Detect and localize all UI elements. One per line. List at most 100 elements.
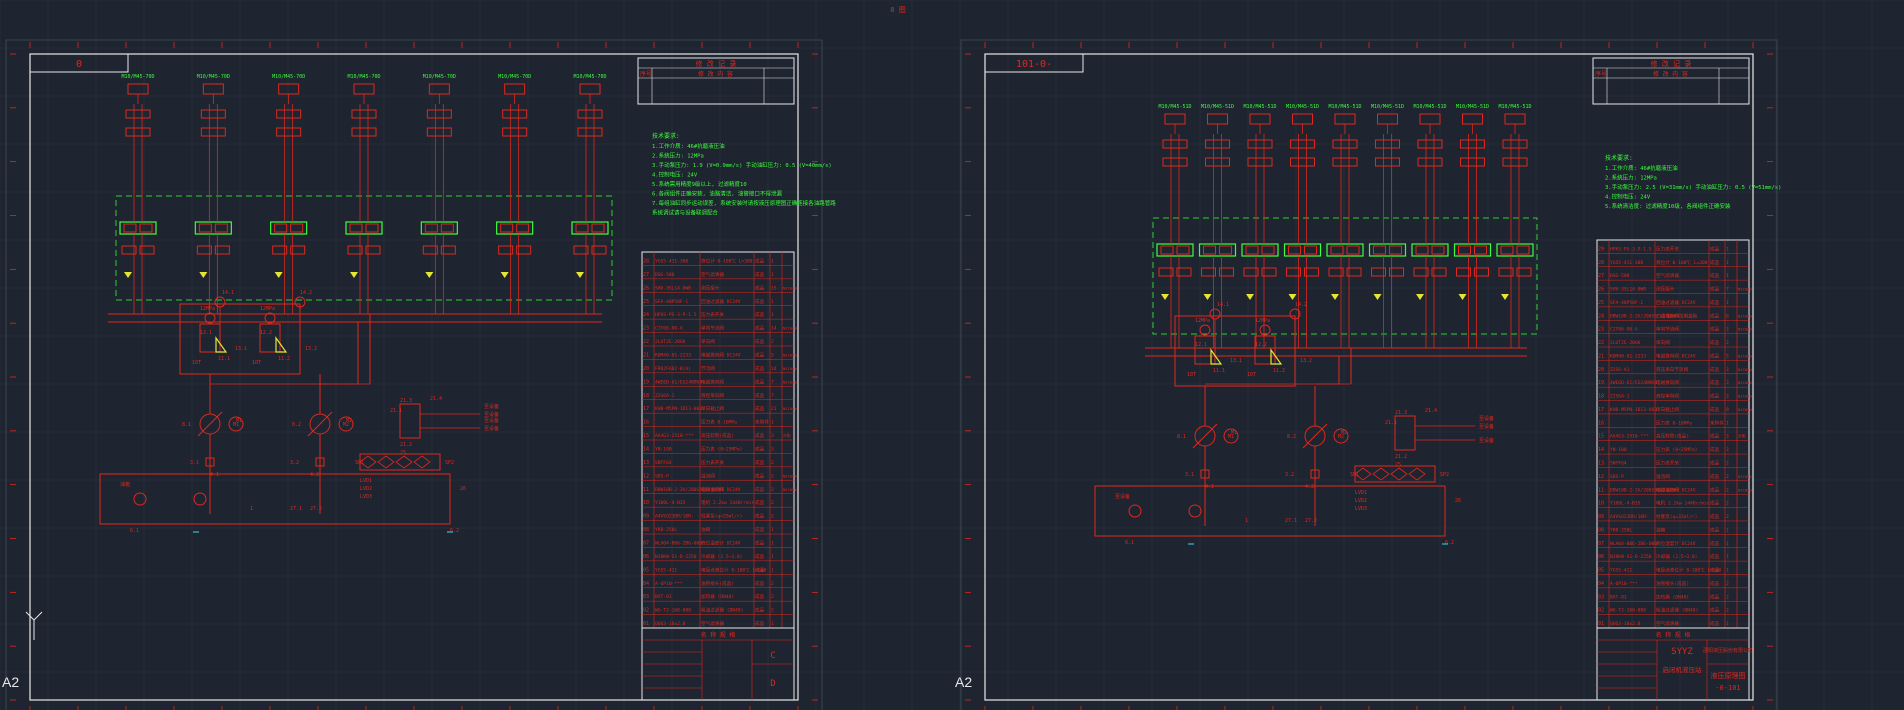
bom-name: 溢流阀	[1656, 473, 1670, 480]
bom-no: 07	[1598, 541, 1604, 547]
bom-name: 柱塞泵(q=32ml/r)	[1656, 513, 1697, 520]
bom-code: YGS5-411-300	[655, 258, 688, 264]
component-tag: 3.2	[1285, 472, 1294, 478]
sheet-size-tag-right: A2	[955, 674, 973, 690]
bom-name: 压力表 0-16MPa	[1656, 419, 1692, 426]
bom-remark: NIC00W	[783, 473, 797, 478]
bom-name: 电磁换向阀	[701, 378, 724, 385]
bom-no: 29	[1598, 246, 1604, 252]
cylinder-label: M10/M45-51D	[1413, 104, 1446, 110]
filter-element	[377, 455, 395, 469]
bom-no: 15	[643, 433, 649, 439]
bom-no: 04	[643, 581, 649, 587]
component-tag: 3.2	[290, 460, 299, 466]
title-block-code: -0-101	[1715, 684, 1740, 692]
component-tag: LVD3	[1355, 506, 1367, 512]
bom-material: 成品	[1710, 540, 1720, 547]
cylinder-label: M10/M45-51D	[1456, 104, 1489, 110]
bom-qty: 1	[771, 299, 774, 305]
bom-qty: 1	[771, 540, 774, 546]
bom-material: 成品	[755, 432, 765, 439]
component-tag: LVD1	[1355, 490, 1367, 496]
title-block-header: 名 称 规 格	[1656, 631, 1691, 639]
to-equipment-label: 至设备	[1479, 437, 1494, 444]
bom-name: 液位计 0-100℃ L=300	[701, 257, 753, 264]
bom-material: 成品	[1710, 326, 1720, 333]
bom-no: 28	[1598, 260, 1604, 266]
cylinder-label: M10/M45-51D	[1328, 104, 1361, 110]
component-tag: 1	[1245, 518, 1248, 524]
bom-name: 空气滤清器	[701, 620, 724, 627]
component-tag: 4.1	[210, 472, 219, 478]
component-tag: 27.2	[310, 506, 322, 512]
bom-code: NJ8KW-S1-D-2250	[655, 554, 697, 560]
component-tag: 14.1	[1217, 302, 1229, 308]
bom-qty: 1	[1726, 568, 1729, 574]
bom-qty: 2	[1726, 474, 1729, 480]
component-tag: 25	[1395, 462, 1401, 468]
bom-code: BXT-01	[655, 594, 672, 600]
bom-no: 02	[1598, 608, 1604, 614]
direction-arrow	[1246, 294, 1254, 300]
bom-qty: 2	[1726, 487, 1729, 493]
bom-code: SDS-P	[655, 473, 669, 479]
bom-no: 17	[643, 406, 649, 412]
bom-no: 03	[643, 594, 649, 600]
cylinder-label: M10/M45-70D	[498, 74, 531, 80]
direction-arrow	[1416, 294, 1424, 300]
bom-qty: 7	[771, 393, 774, 399]
bom-code: YGS5-411	[1610, 568, 1632, 574]
component-tag: 8.1	[182, 422, 191, 428]
bom-no: 05	[1598, 568, 1604, 574]
bom-material: 成品	[1710, 500, 1720, 507]
bom-qty: 3	[1726, 327, 1729, 333]
relief-valve-arrow	[275, 336, 288, 353]
bom-code: 2LUT2E-20GK	[1610, 340, 1641, 346]
direction-arrow	[1458, 294, 1467, 300]
bom-name: 单向截止阀	[1656, 406, 1679, 413]
bom-material: 成品	[1710, 473, 1720, 480]
component-tag: 21.1	[390, 408, 402, 414]
bom-qty: 9	[1726, 407, 1729, 413]
bom-code: KHB-M5PN-1D13-003	[655, 406, 702, 412]
component-tag: SP1	[1350, 472, 1359, 478]
bom-material: 成品	[755, 620, 765, 627]
bom-code: A-6P10-***	[1610, 581, 1638, 587]
component-tag: LVD2	[360, 486, 372, 492]
bom-name: 单向截止阀	[701, 405, 724, 412]
bom-material: 成品	[755, 499, 765, 506]
bom-material: 成品	[1710, 393, 1720, 400]
bom-material: 成品	[1710, 286, 1720, 293]
bom-material: 成品	[755, 513, 765, 520]
bom-remark: 外购	[783, 433, 791, 438]
bom-material: 成品	[755, 338, 765, 345]
bom-no: 20	[1598, 367, 1604, 373]
bom-name: 二通插装阀控制盖板	[1656, 312, 1698, 319]
component-tag: 12MPa	[200, 306, 215, 312]
bom-no: 08	[643, 527, 649, 533]
bom-code: NJ8KW-S1-D-2250	[1610, 554, 1652, 560]
bom-name: 电接点液位计 0-100℃ L=500	[1656, 567, 1722, 574]
bom-material: 成品	[755, 351, 765, 358]
bom-code: HFKS-PS-3-P-1.5	[655, 312, 697, 318]
bom-no: 22	[1598, 340, 1604, 346]
note-line: 1.工作介质: 46#抗磨液压油	[652, 142, 725, 150]
bom-code: SNTF64	[1610, 461, 1627, 467]
revision-col: 修 改 内 容	[698, 70, 733, 78]
bom-name: 压力表开关	[1656, 245, 1679, 252]
bom-no: 11	[1598, 487, 1604, 493]
bom-material: 成品	[1710, 593, 1720, 600]
bom-remark: NIC00W	[1738, 313, 1752, 318]
bom-qty: 2	[1726, 608, 1729, 614]
bom-material: 成品	[755, 392, 765, 399]
bom-code: BXT-01	[1610, 594, 1627, 600]
bom-code: A4VSO23DR/10R-	[655, 514, 694, 520]
bom-material: 成品	[1710, 339, 1720, 346]
bom-no: 12	[643, 473, 649, 479]
component-tag: 4.2	[310, 472, 319, 478]
component-tag: 4.1	[1205, 484, 1214, 490]
bom-name: 电机 2.2kw 1440r/min	[1656, 500, 1710, 507]
to-equipment-label: 至设备	[484, 425, 499, 432]
bom-no: 14	[643, 446, 649, 452]
